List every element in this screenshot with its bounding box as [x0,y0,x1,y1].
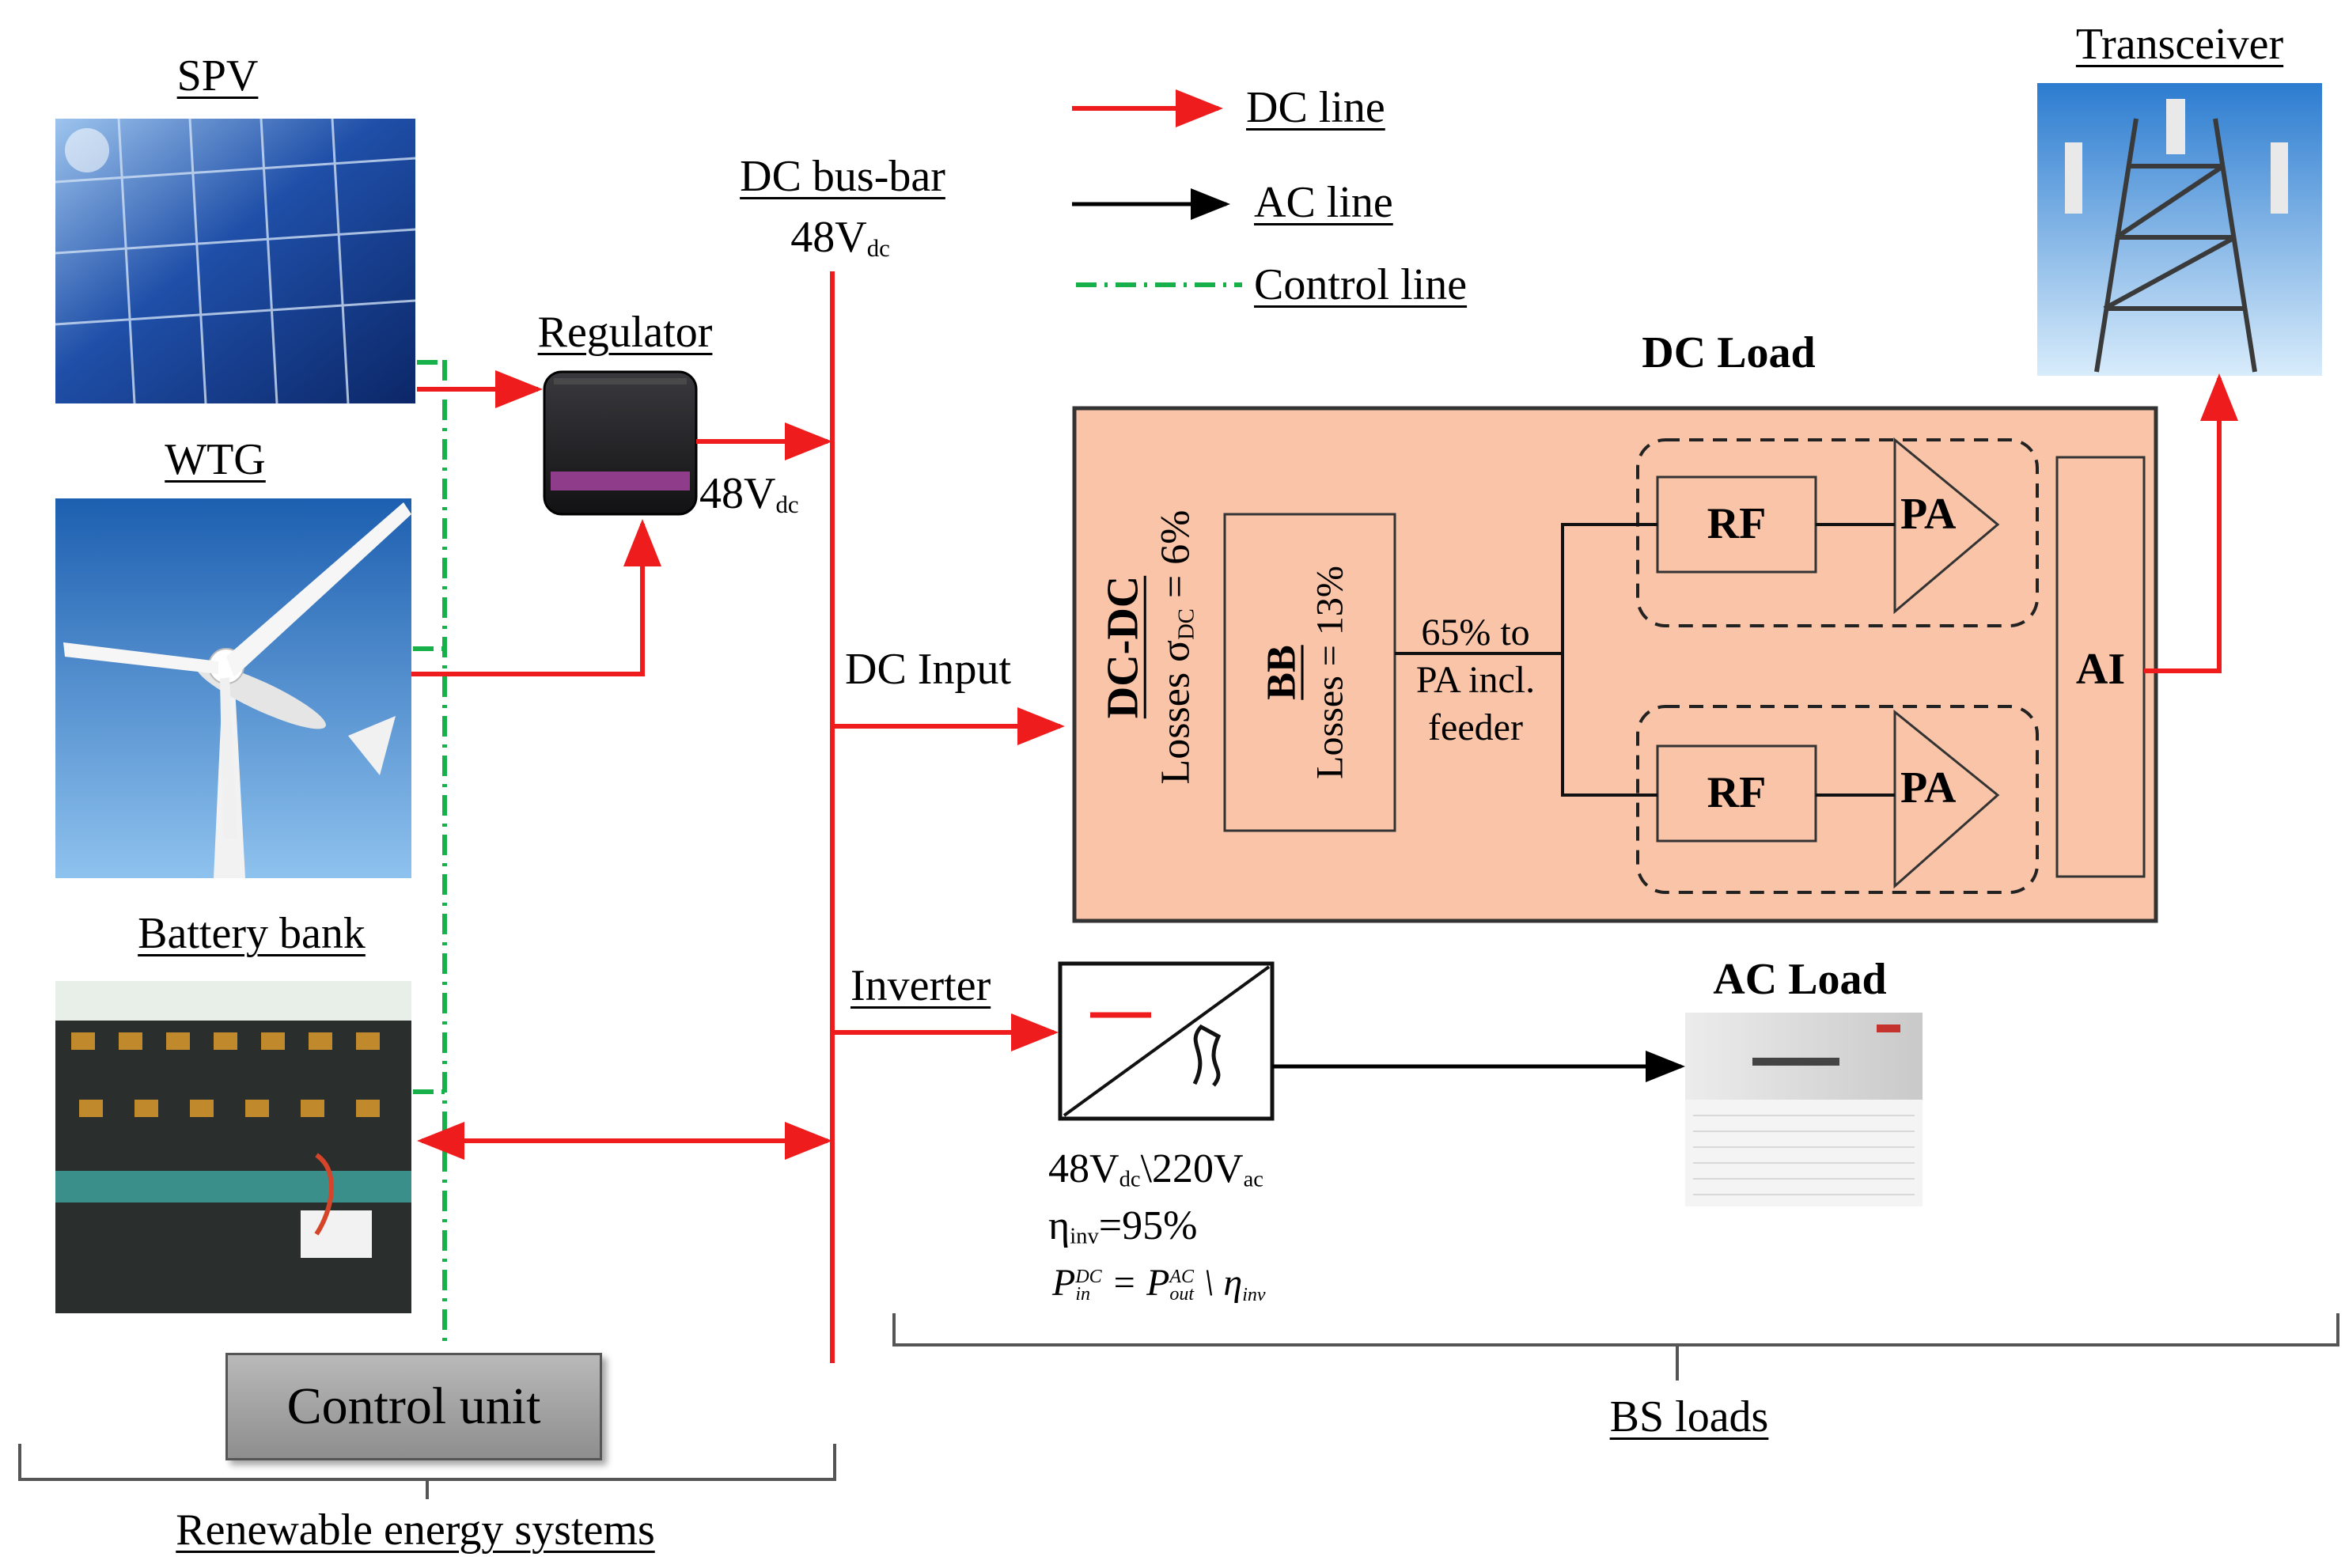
rf-label-bottom: RF [1707,768,1767,817]
control-line [413,360,447,1345]
battery-bank-label: Battery bank [138,909,366,958]
legend-control-line-label: Control line [1254,260,1468,309]
pa-group-bottom [1636,705,2039,894]
ai-box [2055,456,2146,878]
dc-bus-bar-label: DC bus-bar [740,152,945,201]
group-brackets [18,1313,2339,1499]
rf-label-top: RF [1707,499,1767,548]
inverter-symbol [1058,961,1275,1121]
pa-label-bottom: PA [1900,763,1957,812]
dc-load-box [1072,406,2158,923]
pa-group-top [1636,438,2039,627]
solar-panel-image [55,118,416,404]
renewable-energy-systems-label: Renewable energy systems [176,1506,655,1555]
control-unit-label: Control unit [286,1377,541,1435]
transceiver-image [2037,83,2322,376]
ac-lines [1072,188,1685,1082]
pa-amp-bottom [1893,709,2000,889]
inverter-label: Inverter [850,961,991,1010]
inverter-voltage-rating: 48Vdc\220Vac [1048,1146,1263,1192]
pa-label-top: PA [1900,490,1957,539]
dc-load-title: DC Load [1642,328,1816,377]
dc-lines [411,89,2238,1363]
wind-turbine-image [55,498,411,878]
dc-bus-bar-voltage: 48Vdc [790,213,890,263]
wtg-label: WTG [165,435,266,484]
spv-label: SPV [176,51,259,100]
control-unit-box: Control unit [225,1353,602,1460]
dc-load-wiring [1395,523,1895,797]
regulator-device [543,370,698,516]
battery-bank-image [55,981,411,1313]
feeder-share-label: 65% to PA incl. feeder [1415,612,1536,748]
regulator-label: Regulator [537,308,713,357]
bb-label: BB Losses = 13% [1259,566,1351,779]
ac-load-cabinet [1685,1013,1923,1206]
legend-dc-line-label: DC line [1246,83,1385,132]
dc-input-label: DC Input [845,645,1011,694]
bs-loads-label: BS loads [1609,1392,1769,1441]
dcdc-converter-label: DC-DC Losses σDC = 6% [1098,509,1199,785]
bb-box [1223,513,1396,832]
regulator-output-voltage: 48Vdc [699,469,799,519]
transceiver-label: Transceiver [2075,20,2284,69]
ai-label: AI [2075,645,2126,694]
inverter-efficiency: ηinv=95% [1048,1203,1198,1249]
ac-load-label: AC Load [1713,955,1887,1004]
legend-ac-line-label: AC line [1254,178,1393,227]
